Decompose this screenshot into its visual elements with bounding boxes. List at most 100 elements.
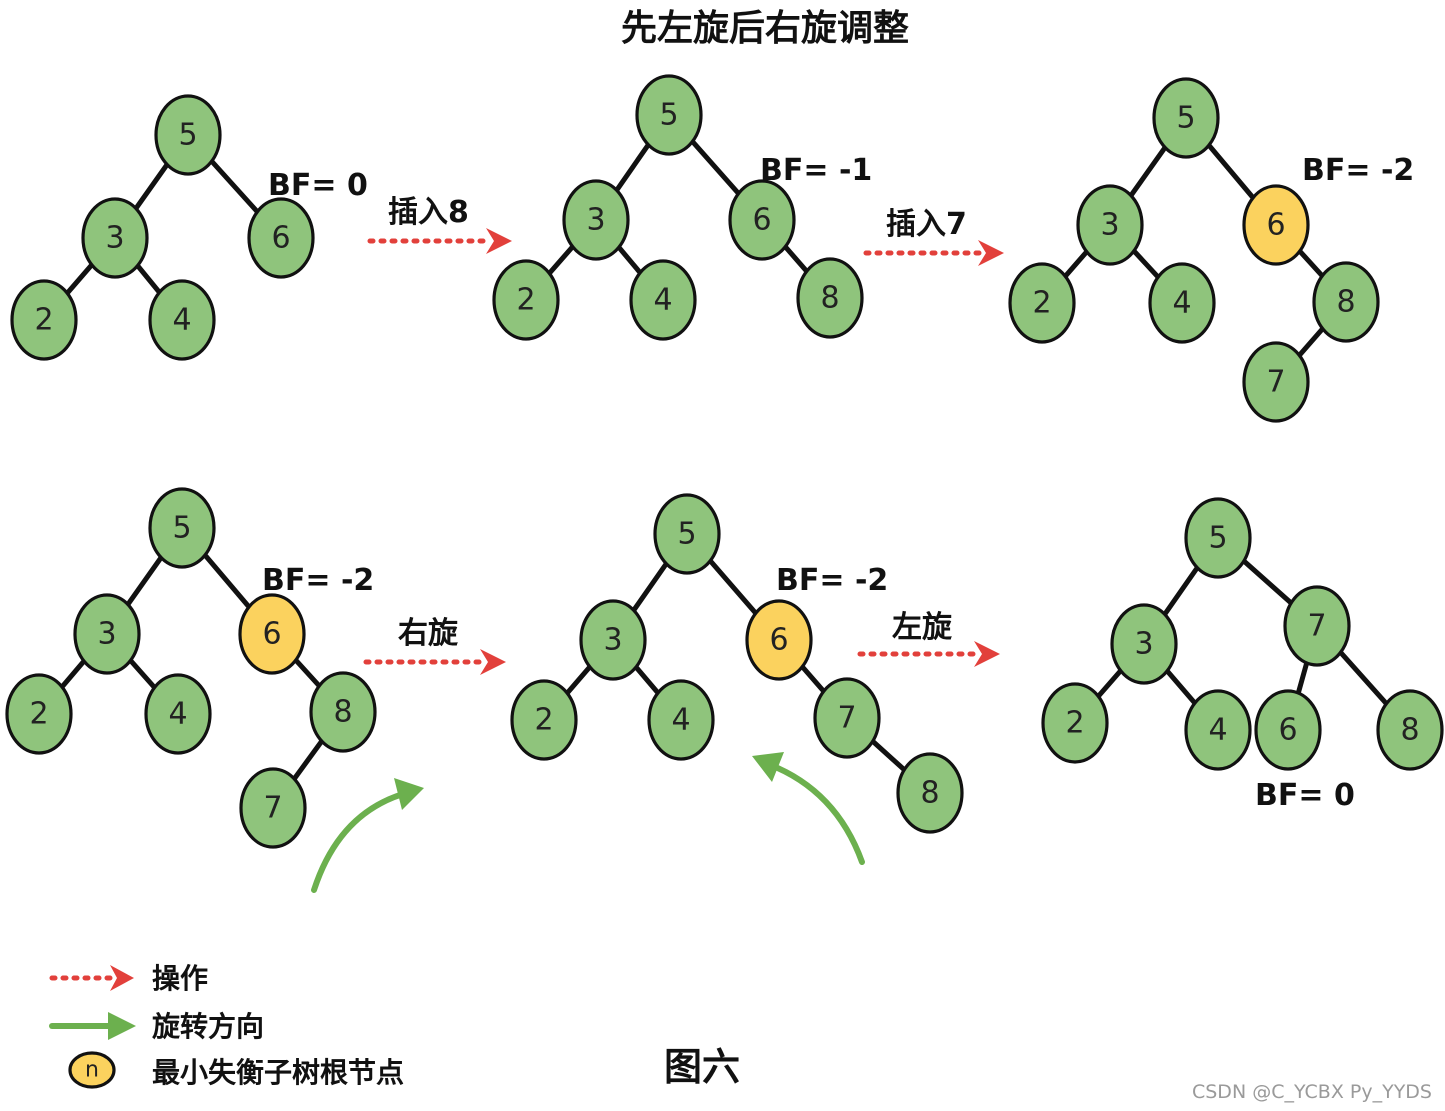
node-circle <box>148 487 216 569</box>
tree-node-5: 5 <box>635 74 703 156</box>
node-circle <box>1184 689 1252 771</box>
tree-node-5: 5 <box>148 487 216 569</box>
node-label: 3 <box>97 617 116 652</box>
tree-4: 5 3 6 2 4 8 7 <box>5 487 377 849</box>
operation-arrow-head <box>480 649 506 675</box>
node-label: 8 <box>820 281 839 316</box>
tree-node-8: 8 <box>896 752 964 834</box>
node-circle <box>562 179 630 261</box>
min-unbalanced-node-circle <box>745 599 813 681</box>
node-label: 4 <box>168 697 187 732</box>
tree-node-8: 8 <box>796 257 864 339</box>
node-label: 6 <box>1278 713 1297 748</box>
node-circle <box>1041 682 1109 764</box>
node-circle <box>1110 603 1178 685</box>
node-label: 8 <box>1336 285 1355 320</box>
node-label: 5 <box>677 517 696 552</box>
tree-node-2: 2 <box>1008 262 1076 344</box>
node-label: 5 <box>659 98 678 133</box>
tree-node-6: 6 <box>728 179 796 261</box>
tree-node-2: 2 <box>10 279 78 361</box>
node-circle <box>896 752 964 834</box>
tree-node-7: 7 <box>239 767 307 849</box>
node-circle <box>1254 689 1322 771</box>
operation-label: 插入8 <box>388 195 469 230</box>
rotation-arrow-curve <box>765 761 865 865</box>
watermark: CSDN @C_YCBX Py_YYDS <box>1192 1081 1432 1103</box>
tree-node-4: 4 <box>1148 262 1216 344</box>
node-circle <box>1242 341 1310 423</box>
node-label: 4 <box>653 283 672 318</box>
node-label: 2 <box>1032 286 1051 321</box>
node-circle <box>492 259 560 341</box>
node-label: 7 <box>263 791 282 826</box>
node-circle <box>796 257 864 339</box>
tree-node-8: 8 <box>1312 261 1380 343</box>
tree-node-4: 4 <box>144 673 212 755</box>
node-circle <box>148 279 216 361</box>
node-label: 2 <box>29 697 48 732</box>
node-label: 6 <box>769 623 788 658</box>
tree-node-3: 3 <box>81 197 149 279</box>
operation-insert-8: 插入8 <box>367 195 512 254</box>
node-label: 3 <box>1134 627 1153 662</box>
node-label: 5 <box>172 511 191 546</box>
tree-node-8: 8 <box>309 671 377 753</box>
node-label: 2 <box>516 283 535 318</box>
node-circle <box>5 673 73 755</box>
diagram-title: 先左旋后右旋调整 <box>621 8 909 49</box>
node-label: 6 <box>752 203 771 238</box>
tree-node-8: 8 <box>1376 689 1444 771</box>
bf-label-tree-1: BF= 0 <box>268 168 368 203</box>
tree-node-3: 3 <box>73 593 141 675</box>
tree-node-6: 6 <box>238 593 306 675</box>
tree-node-5: 5 <box>653 493 721 575</box>
node-label: 7 <box>1307 609 1326 644</box>
node-circle <box>1283 585 1351 667</box>
node-circle <box>728 179 796 261</box>
node-circle <box>81 197 149 279</box>
legend-min-unbalanced-label: 最小失衡子树根节点 <box>152 1056 404 1089</box>
node-circle <box>647 679 715 761</box>
node-circle <box>1152 77 1220 159</box>
node-label: 8 <box>920 776 939 811</box>
node-label: 2 <box>534 703 553 738</box>
node-circle <box>247 197 315 279</box>
tree-node-6: 6 <box>1254 689 1322 771</box>
node-label: 3 <box>105 221 124 256</box>
node-label: 5 <box>178 118 197 153</box>
node-label: 4 <box>1172 286 1191 321</box>
node-circle <box>1184 497 1252 579</box>
legend-rotation-arrow-head <box>108 1012 136 1040</box>
rotation-arrow-head <box>752 752 784 782</box>
tree-node-3: 3 <box>562 179 630 261</box>
node-label: 5 <box>1176 101 1195 136</box>
node-label: 2 <box>1065 706 1084 741</box>
node-label: 6 <box>262 617 281 652</box>
node-label: 6 <box>271 221 290 256</box>
operation-arrow-head <box>978 240 1004 266</box>
rotation-arrow-head <box>394 778 424 810</box>
operation-rotate-right: 右旋 <box>363 616 506 675</box>
node-circle <box>144 673 212 755</box>
operation-insert-7: 插入7 <box>863 207 1004 266</box>
node-circle <box>813 677 881 759</box>
min-unbalanced-node-circle <box>238 593 306 675</box>
node-label: 3 <box>1100 208 1119 243</box>
legend-operation-arrow-head <box>110 965 134 991</box>
tree-node-6: 6 <box>247 197 315 279</box>
tree-node-7: 7 <box>1283 585 1351 667</box>
node-label: 4 <box>1208 713 1227 748</box>
tree-node-7: 7 <box>813 677 881 759</box>
node-label: 3 <box>586 203 605 238</box>
node-circle <box>510 679 578 761</box>
operation-label: 插入7 <box>886 207 967 242</box>
node-circle <box>579 599 647 681</box>
bf-label-tree-6: BF= 0 <box>1255 778 1355 813</box>
tree-node-7: 7 <box>1242 341 1310 423</box>
legend-rotation-label: 旋转方向 <box>152 1010 264 1043</box>
